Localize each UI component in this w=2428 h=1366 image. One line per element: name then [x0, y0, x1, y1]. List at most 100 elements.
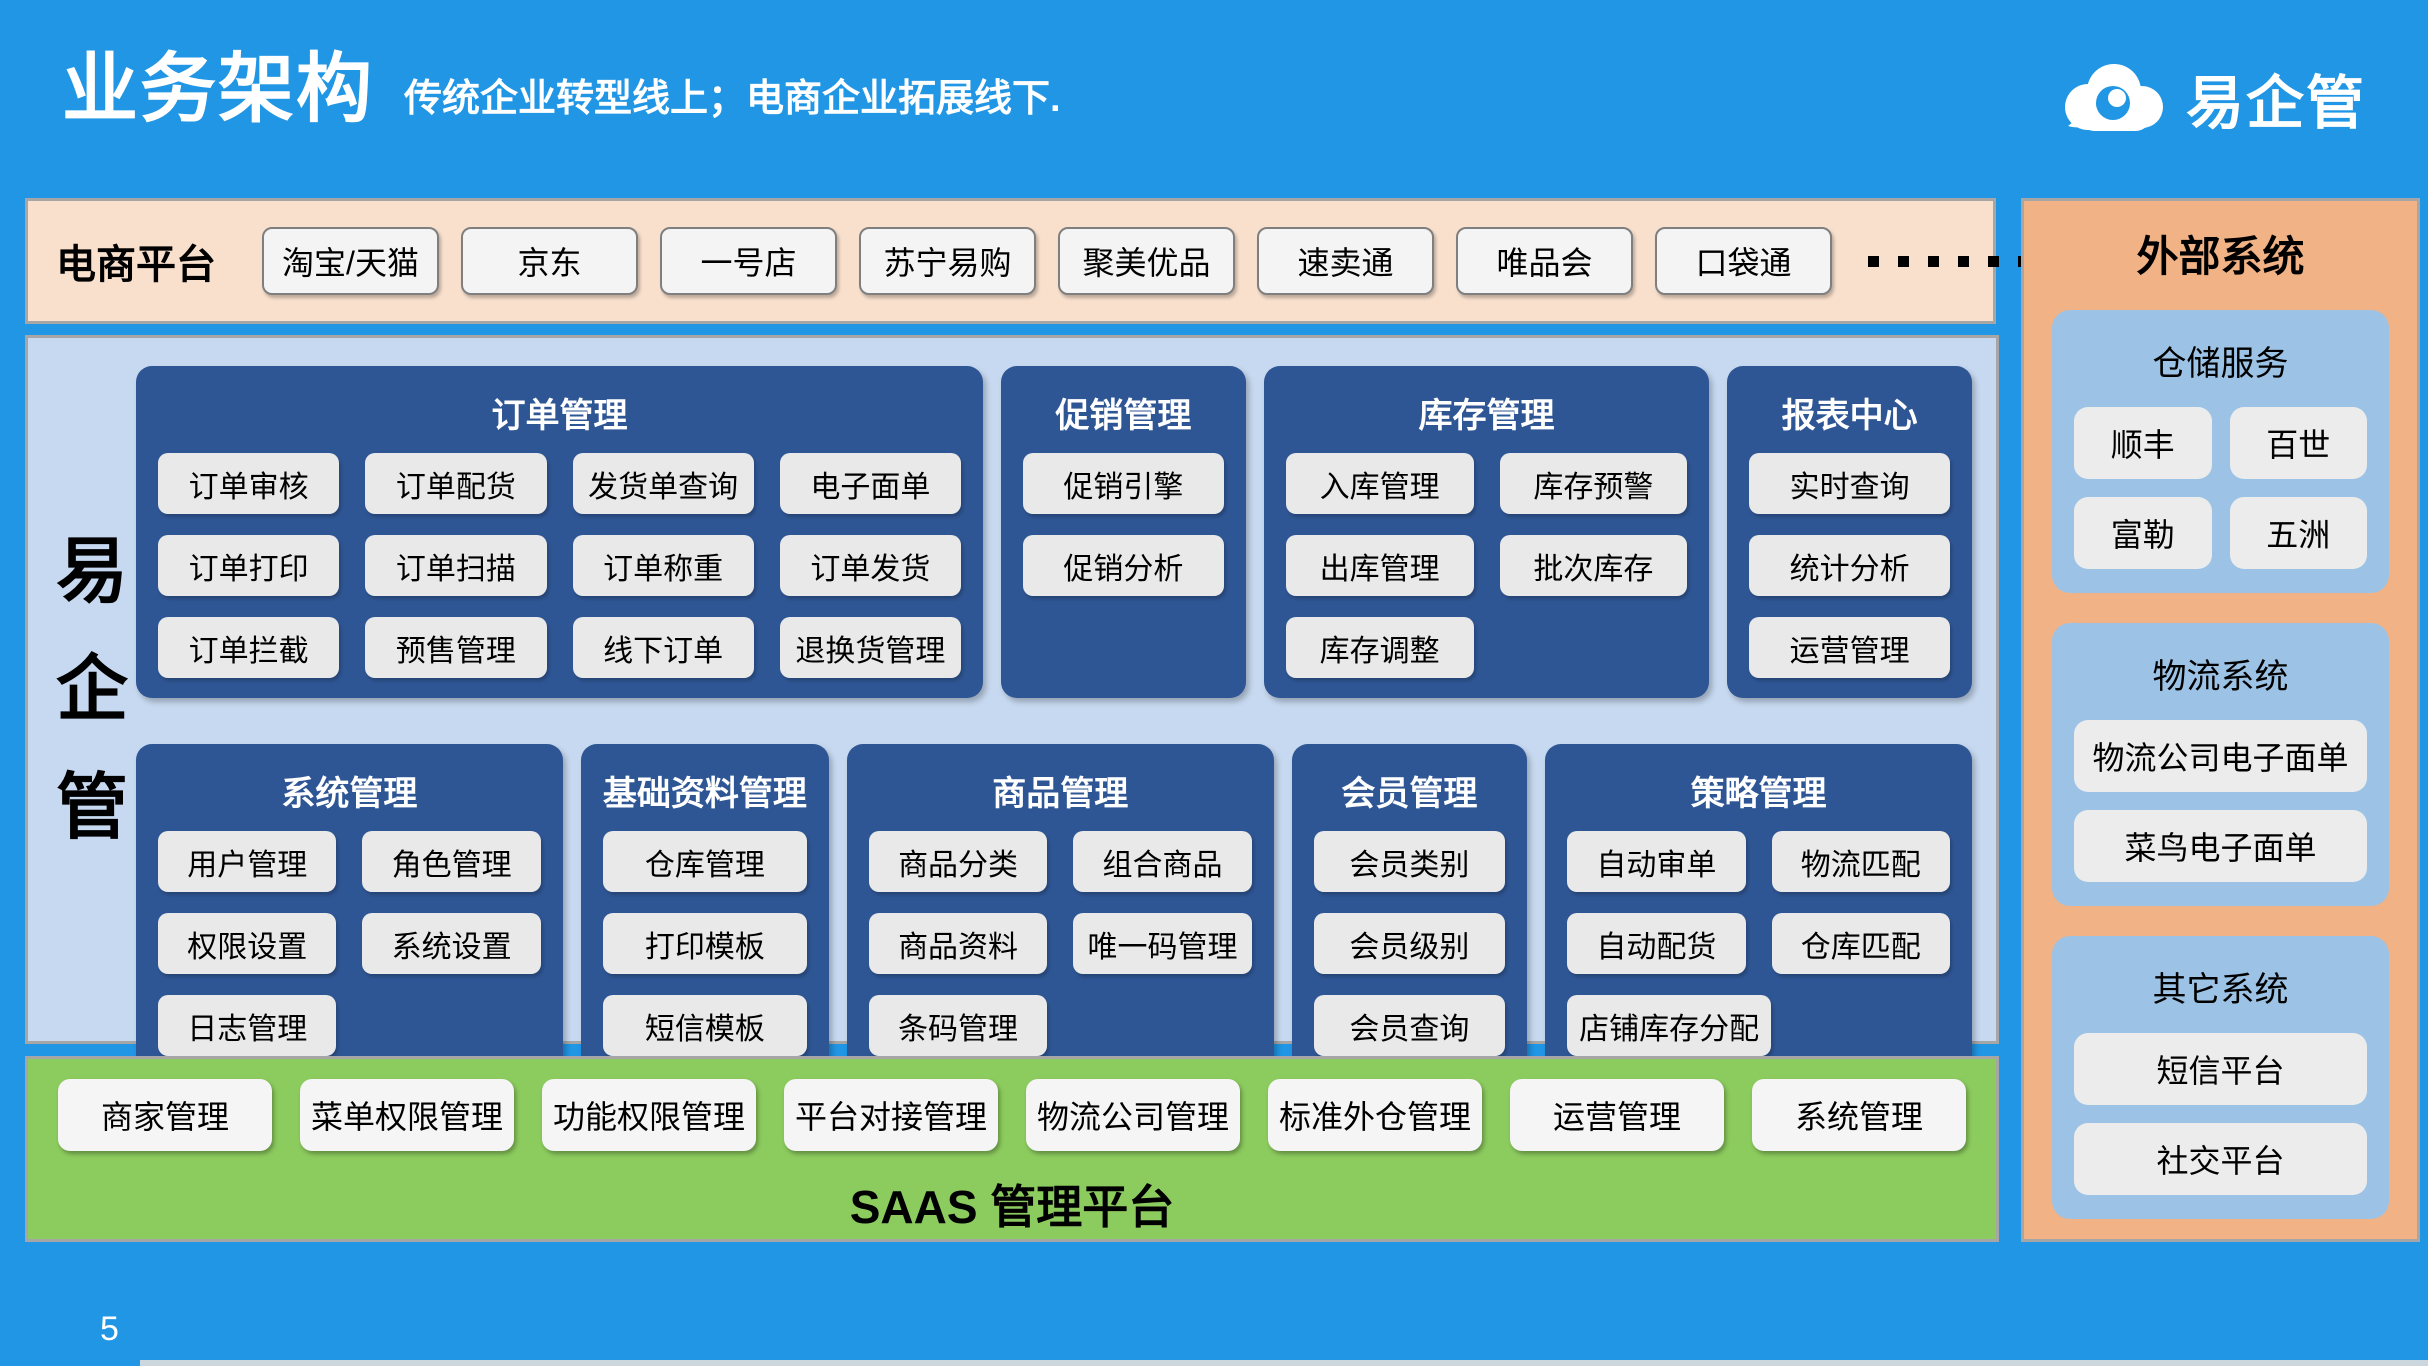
saas-button: 商家管理	[58, 1079, 272, 1151]
header: 业务架构 传统企业转型线上；电商企业拓展线下.	[62, 52, 1061, 128]
saas-button: 运营管理	[1510, 1079, 1724, 1151]
module-button: 促销分析	[1023, 535, 1224, 596]
module-button: 订单拦截	[158, 617, 340, 678]
module-button-grid: 促销引擎促销分析	[1023, 453, 1224, 678]
module-button: 商品分类	[868, 831, 1048, 892]
logo: 易企管	[2058, 56, 2366, 140]
module-button: 入库管理	[1285, 453, 1474, 514]
module-button: 线下订单	[572, 617, 754, 678]
module-panel-title: 订单管理	[491, 397, 628, 435]
ellipsis-dot	[1958, 255, 1969, 267]
ecommerce-platform-label: 电商平台	[56, 243, 216, 287]
module-panel-title: 系统管理	[281, 775, 418, 813]
module-button-grid: 订单审核订单配货发货单查询电子面单订单打印订单扫描订单称重订单发货订单拦截预售管…	[158, 453, 961, 678]
external-button: 短信平台	[2074, 1033, 2367, 1105]
ellipsis-dot	[1868, 255, 1879, 267]
module-button: 唯一码管理	[1073, 913, 1252, 974]
ellipsis-dots	[1868, 255, 2029, 267]
module-button: 批次库存	[1499, 535, 1688, 596]
module-panel-title: 会员管理	[1341, 775, 1478, 813]
module-panels: 订单管理订单审核订单配货发货单查询电子面单订单打印订单扫描订单称重订单发货订单拦…	[136, 366, 1972, 1076]
module-button: 订单称重	[572, 535, 754, 596]
platform-button: 口袋通	[1655, 227, 1832, 295]
platform-button: 一号店	[660, 227, 837, 295]
saas-button: 标准外仓管理	[1268, 1079, 1482, 1151]
yiqiguan-core-area: 易企管 订单管理订单审核订单配货发货单查询电子面单订单打印订单扫描订单称重订单发…	[25, 335, 1999, 1076]
module-panel: 基础资料管理仓库管理打印模板短信模板	[580, 744, 829, 1076]
module-panel-title: 库存管理	[1418, 397, 1555, 435]
platform-button: 淘宝/天猫	[262, 227, 439, 295]
saas-title: SAAS 管理平台	[849, 1181, 1175, 1233]
logo-cloud-icon	[2064, 64, 2163, 131]
ecommerce-platform-strip: 电商平台 淘宝/天猫京东一号店苏宁易购聚美优品速卖通唯品会口袋通	[25, 198, 2029, 324]
module-button: 用户管理	[158, 831, 337, 892]
external-group: 物流系统物流公司电子面单菜鸟电子面单	[2052, 623, 2389, 906]
module-button-grid: 实时查询统计分析运营管理	[1749, 453, 1950, 678]
module-button: 库存调整	[1285, 617, 1474, 678]
module-button: 订单配货	[365, 453, 547, 514]
platform-button: 速卖通	[1257, 227, 1434, 295]
module-button: 会员级别	[1313, 913, 1506, 974]
external-group: 仓储服务顺丰百世富勒五洲	[2052, 310, 2389, 593]
logo-text: 易企管	[2185, 71, 2366, 136]
module-panel: 订单管理订单审核订单配货发货单查询电子面单订单打印订单扫描订单称重订单发货订单拦…	[136, 366, 983, 698]
module-button-grid: 入库管理库存预警出库管理批次库存库存调整	[1285, 453, 1688, 678]
module-button: 订单打印	[158, 535, 340, 596]
vertical-brand-letter: 易	[55, 531, 128, 612]
platform-button: 苏宁易购	[859, 227, 1036, 295]
external-button-grid: 物流公司电子面单菜鸟电子面单	[2074, 720, 2367, 882]
saas-button: 平台对接管理	[784, 1079, 998, 1151]
module-panel: 报表中心实时查询统计分析运营管理	[1727, 366, 1972, 698]
module-button: 促销引擎	[1023, 453, 1224, 514]
external-group: 其它系统短信平台社交平台	[2052, 936, 2389, 1219]
module-button: 统计分析	[1749, 535, 1950, 596]
page-number: 5	[100, 1310, 119, 1348]
page-subtitle: 传统企业转型线上；电商企业拓展线下.	[404, 78, 1061, 120]
module-button: 日志管理	[158, 995, 337, 1056]
module-panel: 策略管理自动审单物流匹配自动配货仓库匹配店铺库存分配	[1545, 744, 1972, 1076]
platform-button: 唯品会	[1456, 227, 1633, 295]
next-slide-edge	[140, 1360, 2428, 1366]
external-button: 顺丰	[2074, 407, 2212, 479]
module-panel: 促销管理促销引擎促销分析	[1001, 366, 1246, 698]
external-group-title: 物流系统	[2152, 658, 2289, 696]
module-panel-title: 促销管理	[1055, 397, 1192, 435]
external-groups: 仓储服务顺丰百世富勒五洲物流系统物流公司电子面单菜鸟电子面单其它系统短信平台社交…	[2052, 310, 2389, 1219]
module-button: 发货单查询	[572, 453, 754, 514]
ellipsis-dot	[1928, 255, 1939, 267]
module-panel-title: 策略管理	[1690, 775, 1827, 813]
vertical-brand-label: 易企管	[54, 536, 130, 844]
module-button: 自动审单	[1567, 831, 1746, 892]
module-button: 组合商品	[1073, 831, 1252, 892]
module-button: 退换货管理	[779, 617, 961, 678]
external-group-title: 其它系统	[2152, 971, 2289, 1009]
vertical-brand-letter: 管	[55, 767, 128, 848]
page-title: 业务架构	[62, 47, 374, 132]
external-button: 菜鸟电子面单	[2074, 810, 2367, 882]
external-button: 社交平台	[2074, 1123, 2367, 1195]
module-button: 权限设置	[158, 913, 337, 974]
module-button: 实时查询	[1749, 453, 1950, 514]
module-button-grid: 自动审单物流匹配自动配货仓库匹配店铺库存分配	[1567, 831, 1950, 1056]
module-button: 短信模板	[602, 995, 807, 1056]
ellipsis-dot	[1898, 255, 1909, 267]
module-button: 电子面单	[779, 453, 961, 514]
external-systems-sidebar: 外部系统 仓储服务顺丰百世富勒五洲物流系统物流公司电子面单菜鸟电子面单其它系统短…	[2021, 198, 2420, 1242]
module-panel: 会员管理会员类别会员级别会员查询	[1291, 744, 1528, 1076]
module-button-grid: 用户管理角色管理权限设置系统设置日志管理	[158, 831, 541, 1056]
module-button-grid: 会员类别会员级别会员查询	[1313, 831, 1506, 1056]
external-button: 物流公司电子面单	[2074, 720, 2367, 792]
module-button: 角色管理	[362, 831, 541, 892]
saas-button: 菜单权限管理	[300, 1079, 514, 1151]
module-button: 店铺库存分配	[1567, 995, 1772, 1056]
module-button: 出库管理	[1285, 535, 1474, 596]
external-group-title: 仓储服务	[2152, 345, 2289, 383]
saas-button-row: 商家管理菜单权限管理功能权限管理平台对接管理物流公司管理标准外仓管理运营管理系统…	[58, 1079, 1966, 1151]
module-button: 订单发货	[779, 535, 961, 596]
external-button-grid: 短信平台社交平台	[2074, 1033, 2367, 1195]
module-button: 会员类别	[1313, 831, 1506, 892]
module-button: 订单扫描	[365, 535, 547, 596]
platform-list: 淘宝/天猫京东一号店苏宁易购聚美优品速卖通唯品会口袋通	[262, 227, 1832, 295]
module-button: 仓库管理	[602, 831, 807, 892]
external-button: 五洲	[2229, 497, 2367, 569]
